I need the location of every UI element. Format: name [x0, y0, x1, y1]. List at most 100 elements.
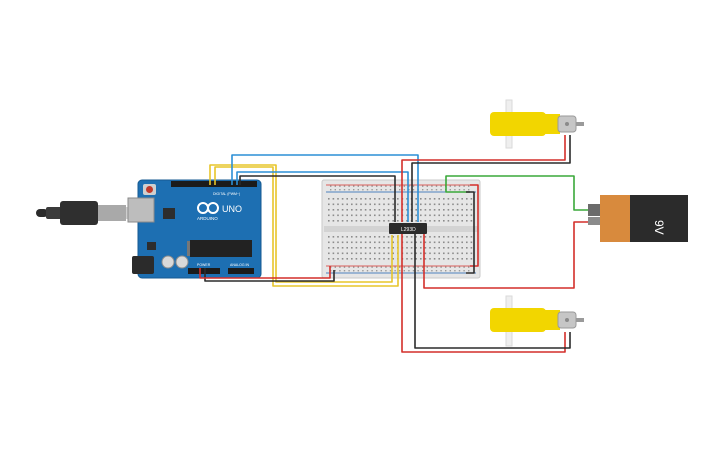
wire-blue-2	[236, 171, 409, 222]
breadboard-hole	[397, 203, 399, 206]
breadboard-hole	[424, 236, 427, 238]
breadboard-hole	[429, 258, 431, 260]
breadboard-hole	[410, 252, 413, 255]
breadboard-hole	[369, 214, 371, 217]
arduino-uno-board[interactable]: ARDUINO UNO DIGITAL (PWM~) POWER ANALOG …	[127, 179, 262, 279]
breadboard-hole	[346, 241, 348, 244]
breadboard-hole	[369, 220, 371, 222]
breadboard-hole	[360, 220, 362, 222]
breadboard-hole	[328, 258, 330, 260]
breadboard-hole	[369, 258, 371, 260]
breadboard-hole	[456, 198, 459, 200]
breadboard-hole	[355, 203, 358, 206]
breadboard-hole	[383, 252, 385, 255]
breadboard-hole	[415, 247, 417, 249]
dc-motor-bottom[interactable]	[490, 295, 584, 347]
breadboard-rail-hole	[458, 185, 461, 187]
breadboard-hole	[364, 236, 367, 238]
breadboard-rail-hole	[417, 270, 419, 272]
breadboard-hole	[383, 209, 385, 211]
breadboard-rail-hole	[449, 270, 451, 272]
breadboard-hole	[387, 258, 390, 260]
breadboard-hole	[337, 241, 339, 244]
breadboard-rail-hole	[366, 270, 369, 272]
breadboard-hole	[438, 198, 440, 200]
wire-battery-green	[445, 175, 588, 211]
breadboard-hole	[406, 203, 408, 206]
battery-9v[interactable]: 9V	[588, 195, 688, 242]
breadboard-rail-hole	[371, 270, 373, 272]
breadboard-hole	[452, 236, 454, 238]
breadboard-rail-hole	[371, 189, 373, 191]
breadboard-rail-hole	[422, 266, 424, 268]
breadboard-rail-hole	[426, 266, 428, 268]
breadboard-hole	[351, 214, 353, 217]
wires	[199, 135, 588, 353]
breadboard-hole	[337, 214, 339, 217]
breadboard-hole	[337, 252, 339, 255]
wire-bottom-motor-red	[401, 234, 566, 353]
breadboard-hole	[351, 252, 353, 255]
breadboard-hole	[420, 252, 422, 255]
breadboard-hole	[369, 209, 371, 211]
breadboard-rail-hole	[353, 185, 355, 187]
breadboard-hole	[443, 198, 445, 200]
breadboard-hole	[470, 214, 473, 217]
breadboard-hole	[429, 220, 431, 222]
breadboard-hole	[383, 258, 385, 260]
breadboard-hole	[328, 214, 330, 217]
breadboard-hole	[397, 214, 399, 217]
breadboard-hole	[374, 241, 376, 244]
breadboard-rail-hole	[343, 189, 346, 191]
breadboard-hole	[470, 258, 473, 260]
breadboard-hole	[351, 220, 353, 222]
breadboard-hole	[429, 214, 431, 217]
breadboard-hole	[346, 247, 348, 249]
breadboard-rail-hole	[445, 266, 447, 268]
breadboard-hole	[456, 236, 459, 238]
breadboard-hole	[341, 203, 344, 206]
breadboard-hole	[470, 209, 473, 211]
arduino-logo-icon	[197, 202, 219, 214]
breadboard-hole	[378, 214, 381, 217]
breadboard-hole	[447, 258, 450, 260]
breadboard-hole	[378, 241, 381, 244]
breadboard-hole	[415, 258, 417, 260]
motor-driver-label: L293D	[401, 227, 416, 233]
breadboard-rail-hole	[380, 185, 382, 187]
breadboard-hole	[328, 247, 330, 249]
breadboard-hole	[447, 214, 450, 217]
breadboard-hole	[360, 209, 362, 211]
breadboard-hole	[466, 209, 468, 211]
breadboard-hole	[364, 203, 367, 206]
breadboard-hole	[438, 258, 440, 260]
dc-motor-top[interactable]	[490, 99, 584, 149]
breadboard-hole	[466, 214, 468, 217]
breadboard-hole	[341, 252, 344, 255]
breadboard-rail-hole	[422, 189, 424, 191]
breadboard-rail-hole	[399, 189, 401, 191]
breadboard-hole	[443, 236, 445, 238]
breadboard-rail-hole	[385, 270, 387, 272]
breadboard-hole	[424, 198, 427, 200]
breadboard-hole	[452, 214, 454, 217]
motor-driver-ic[interactable]: L293D	[389, 223, 427, 234]
arduino-analog-header-label: ANALOG IN	[230, 263, 250, 267]
breadboard-hole	[438, 220, 440, 222]
breadboard-hole	[392, 236, 394, 238]
breadboard-hole	[351, 203, 353, 206]
breadboard-hole	[341, 198, 344, 200]
breadboard-hole	[364, 252, 367, 255]
breadboard-rail-hole	[343, 270, 346, 272]
wire-top-motor-black	[411, 135, 571, 222]
breadboard-hole	[332, 198, 335, 200]
breadboard-hole	[447, 203, 450, 206]
breadboard-rail-hole	[330, 185, 332, 187]
breadboard-hole	[452, 241, 454, 244]
wire-black-1	[239, 175, 396, 222]
breadboard-hole	[392, 247, 394, 249]
wire-yellow-1	[209, 164, 393, 283]
breadboard-hole	[452, 220, 454, 222]
breadboard-hole	[364, 198, 367, 200]
breadboard-hole	[466, 203, 468, 206]
